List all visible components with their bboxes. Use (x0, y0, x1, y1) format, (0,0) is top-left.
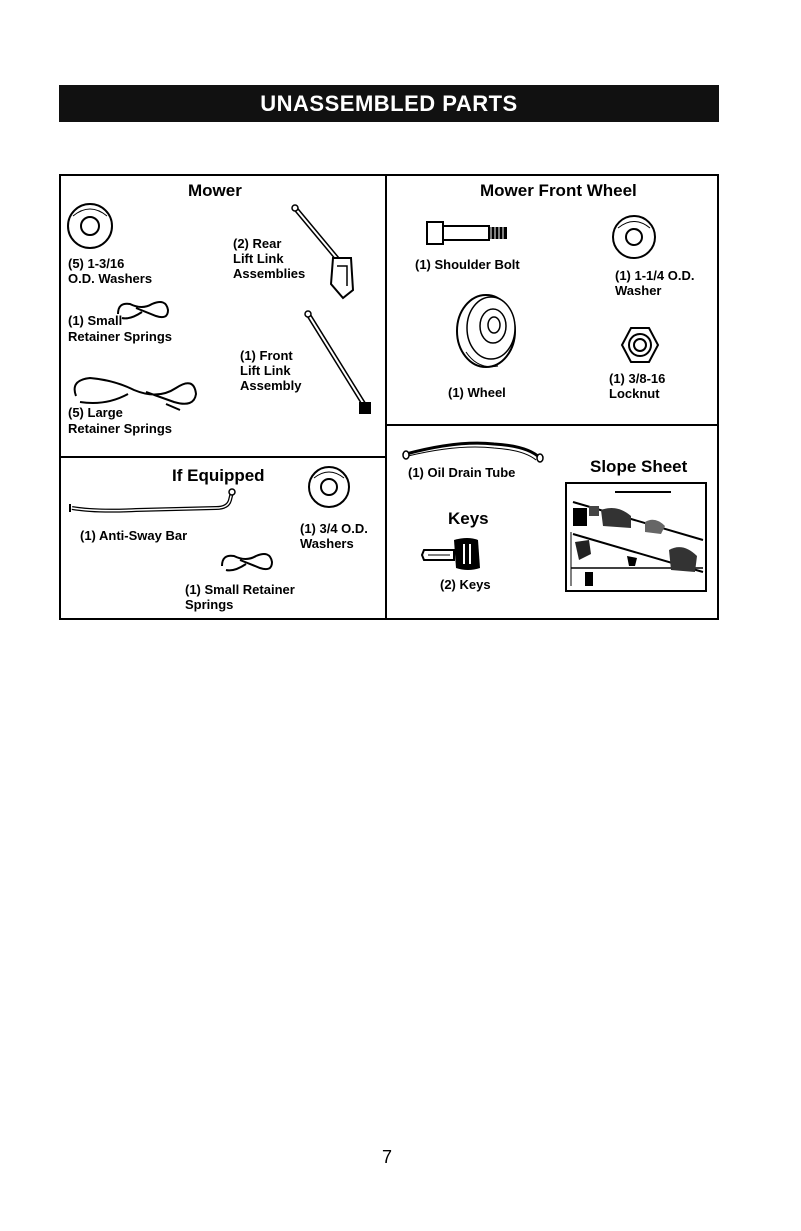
washer-icon (67, 203, 113, 249)
key-icon (420, 538, 480, 570)
shoulder-bolt-icon (426, 221, 507, 245)
oil-drain-tube-icon (402, 441, 544, 463)
if-equipped-heading: If Equipped (172, 466, 265, 485)
small-retainer-spring-icon (221, 553, 274, 572)
right-horizontal-divider (386, 424, 719, 426)
parts-frame (59, 174, 719, 620)
large-retainer-spring-icon (73, 376, 198, 411)
slope-sheet-image (565, 482, 707, 592)
rear-lift-link-icon (291, 204, 355, 300)
front-lift-link-label: (1) Front Lift Link Assembly (240, 348, 302, 393)
front-wheel-heading: Mower Front Wheel (480, 181, 637, 200)
page-title: UNASSEMBLED PARTS (59, 85, 719, 122)
anti-sway-bar-label: (1) Anti-Sway Bar (80, 528, 188, 543)
if-equipped-small-springs-label: (1) Small Retainer Springs (185, 582, 295, 612)
front-wheel-washer-label: (1) 1-1/4 O.D. Washer (615, 268, 695, 298)
left-horizontal-divider (59, 456, 386, 458)
page-number: 7 (382, 1147, 393, 1167)
anti-sway-bar-icon (69, 488, 236, 513)
mower-heading: Mower (188, 181, 242, 200)
keys-heading: Keys (448, 509, 489, 528)
large-springs-qty-label: (5) Large (68, 405, 123, 420)
locknut-icon (620, 327, 660, 363)
shoulder-bolt-label: (1) Shoulder Bolt (415, 257, 520, 272)
rear-lift-link-label: (2) Rear Lift Link Assemblies (233, 236, 306, 281)
washer-icon (308, 466, 350, 508)
keys-label: (2) Keys (440, 577, 491, 592)
mower-washers-label: (5) 1-3/16 O.D. Washers (68, 256, 153, 286)
wheel-icon (456, 294, 516, 368)
wheel-label: (1) Wheel (448, 385, 506, 400)
front-lift-link-icon (304, 310, 371, 414)
oil-drain-tube-label: (1) Oil Drain Tube (408, 465, 516, 480)
slope-sheet-heading: Slope Sheet (590, 457, 688, 476)
vertical-divider (385, 174, 387, 620)
small-springs-qty-label: (1) Small (68, 313, 123, 328)
locknut-label: (1) 3/8-16 Locknut (609, 371, 666, 401)
washer-icon (612, 215, 656, 259)
large-springs-name-label: Retainer Springs (68, 421, 173, 436)
small-retainer-spring-icon (117, 301, 170, 320)
small-springs-name-label: Retainer Springs (68, 329, 173, 344)
if-equipped-washers-label: (1) 3/4 O.D. Washers (300, 521, 368, 551)
